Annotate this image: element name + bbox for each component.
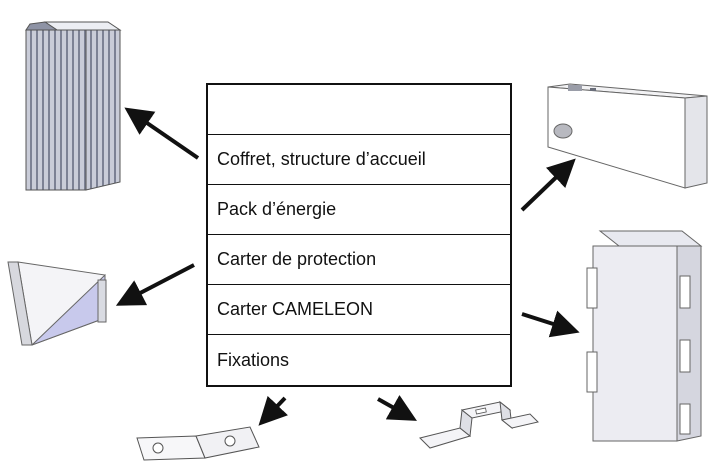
arrows [115,107,580,426]
parts-list-row-carter-protection: Carter de protection [208,235,510,285]
cameleon-cover-image [586,230,703,442]
arrow-to-fixation-plate [258,395,288,426]
protective-cover-image [7,261,107,346]
arrow-to-fixation-bracket [377,394,417,421]
parts-list-label: Coffret, structure d’accueil [217,149,426,169]
parts-list-header-row [208,85,510,135]
arrow-to-housing [124,107,200,160]
parts-list-label: Fixations [217,349,290,370]
parts-list-label: Carter de protection [217,249,377,269]
arrow-to-energy-pack [520,158,576,212]
arrow-to-cameleon-cover [521,310,580,338]
parts-list-label: Pack d’énergie [217,199,337,219]
energy-pack-image [547,83,708,189]
parts-list-row-fixations: Fixations [208,335,510,385]
fixation-bracket-image [419,400,539,449]
parts-list-row-carter-cameleon: Carter CAMELEON [208,285,510,335]
parts-list-table: Coffret, structure d’accueil Pack d’éner… [206,83,512,387]
parts-list-label: Carter CAMELEON [217,299,374,319]
housing-extrusion-image [25,21,122,191]
arrow-to-protective-cover [115,263,195,306]
parts-list-row-pack-energie: Pack d’énergie [208,185,510,235]
parts-list-row-coffret: Coffret, structure d’accueil [208,135,510,185]
fixation-plate-image [136,426,260,461]
